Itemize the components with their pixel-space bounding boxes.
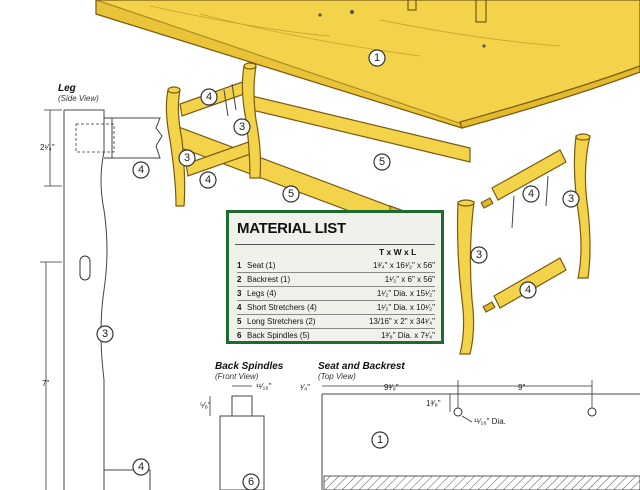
divider bbox=[235, 244, 435, 245]
svg-text:3: 3 bbox=[102, 328, 108, 340]
callout-3: 3 bbox=[178, 149, 196, 167]
seat-dimension-a: 9³⁄₈" bbox=[384, 383, 399, 392]
seat-board bbox=[95, 0, 640, 129]
back-spindles-view: Back Spindles (Front View) ¹¹⁄₁₆" ⁵⁄₈" bbox=[200, 361, 284, 490]
callout-4: 4 bbox=[200, 88, 218, 106]
spindle-stub bbox=[475, 0, 487, 23]
leg-view-title: Leg bbox=[58, 83, 76, 94]
callout-4: 4 bbox=[132, 458, 150, 476]
callout-5: 5 bbox=[282, 185, 300, 203]
callout-5: 5 bbox=[373, 153, 391, 171]
seat-hole-dimension: ¹¹⁄₁₆" Dia. bbox=[474, 417, 506, 426]
svg-text:6: 6 bbox=[248, 476, 254, 488]
spindle-top-dimension: ¹¹⁄₁₆" bbox=[256, 382, 272, 391]
leg-side-view: Leg (Side View) 2¹⁄₄" 7" bbox=[40, 83, 163, 490]
svg-text:3: 3 bbox=[568, 193, 574, 205]
seat-view-subtitle: (Top View) bbox=[318, 372, 356, 381]
part-size: 1¹⁄₂" Dia. x 10¹⁄₂" bbox=[343, 300, 435, 315]
spindles-view-subtitle: (Front View) bbox=[215, 372, 259, 381]
callout-3: 3 bbox=[562, 190, 580, 208]
spindle-stub bbox=[407, 0, 417, 11]
spindle-side-dimension: ⁵⁄₈" bbox=[200, 401, 211, 410]
callout-4: 4 bbox=[519, 281, 537, 299]
callout-1: 1 bbox=[368, 49, 386, 67]
part-name: Seat (1) bbox=[247, 259, 344, 273]
svg-text:4: 4 bbox=[525, 284, 531, 296]
svg-text:3: 3 bbox=[476, 249, 482, 261]
callout-3: 3 bbox=[233, 118, 251, 136]
material-list-title: MATERIAL LIST bbox=[237, 220, 346, 237]
part-size: 13/16" x 2" x 34¹⁄₄" bbox=[343, 314, 435, 329]
part-size: 1¹⁄₂" x 6" x 56" bbox=[343, 272, 435, 287]
part-name: Legs (4) bbox=[247, 286, 344, 301]
callout-1: 1 bbox=[371, 431, 389, 449]
svg-text:4: 4 bbox=[138, 164, 144, 176]
seat-view-title: Seat and Backrest bbox=[318, 361, 405, 372]
part-name: Long Stretchers (2) bbox=[247, 314, 344, 329]
spindles-view-title: Back Spindles bbox=[215, 361, 284, 372]
part-name: Short Stretchers (4) bbox=[247, 300, 344, 315]
seat-dimension-left: ¹⁄₄" bbox=[300, 383, 310, 392]
svg-text:3: 3 bbox=[239, 121, 245, 133]
callout-3: 3 bbox=[470, 246, 488, 264]
svg-text:4: 4 bbox=[205, 174, 211, 186]
material-list-header: T x W x L bbox=[379, 247, 417, 257]
svg-text:5: 5 bbox=[379, 156, 385, 168]
part-name: Back Spindles (5) bbox=[247, 331, 310, 340]
part-size: 1³⁄₄" x 16¹⁄₂" x 56" bbox=[343, 259, 435, 273]
leg-top-dimension: 2¹⁄₄" bbox=[40, 143, 55, 152]
svg-text:4: 4 bbox=[206, 91, 212, 103]
svg-text:1: 1 bbox=[374, 52, 380, 64]
callout-6: 6 bbox=[242, 473, 260, 490]
svg-text:3: 3 bbox=[184, 152, 190, 164]
svg-text:4: 4 bbox=[138, 461, 144, 473]
part-name: Backrest (1) bbox=[247, 272, 344, 287]
part-size: 1³⁄₈" Dia. x 7¹⁄₄" bbox=[380, 331, 435, 340]
seat-dimension-c: 1³⁄₈" bbox=[426, 399, 441, 408]
callout-4: 4 bbox=[199, 171, 217, 189]
svg-text:1: 1 bbox=[377, 434, 383, 446]
leg-length-dimension: 7" bbox=[42, 379, 49, 388]
part-size: 1¹⁄₂" Dia. x 15¹⁄₂" bbox=[343, 286, 435, 301]
callout-4: 4 bbox=[132, 161, 150, 179]
callout-4: 4 bbox=[522, 185, 540, 203]
svg-text:5: 5 bbox=[288, 188, 294, 200]
seat-top-view: Seat and Backrest (Top View) 9³⁄₈" 9" ¹⁄… bbox=[300, 361, 640, 490]
seat-dimension-b: 9" bbox=[518, 383, 525, 392]
svg-text:4: 4 bbox=[528, 188, 534, 200]
right-leg-assembly bbox=[456, 133, 591, 355]
leg-view-subtitle: (Side View) bbox=[58, 94, 99, 103]
callout-3: 3 bbox=[96, 325, 114, 343]
